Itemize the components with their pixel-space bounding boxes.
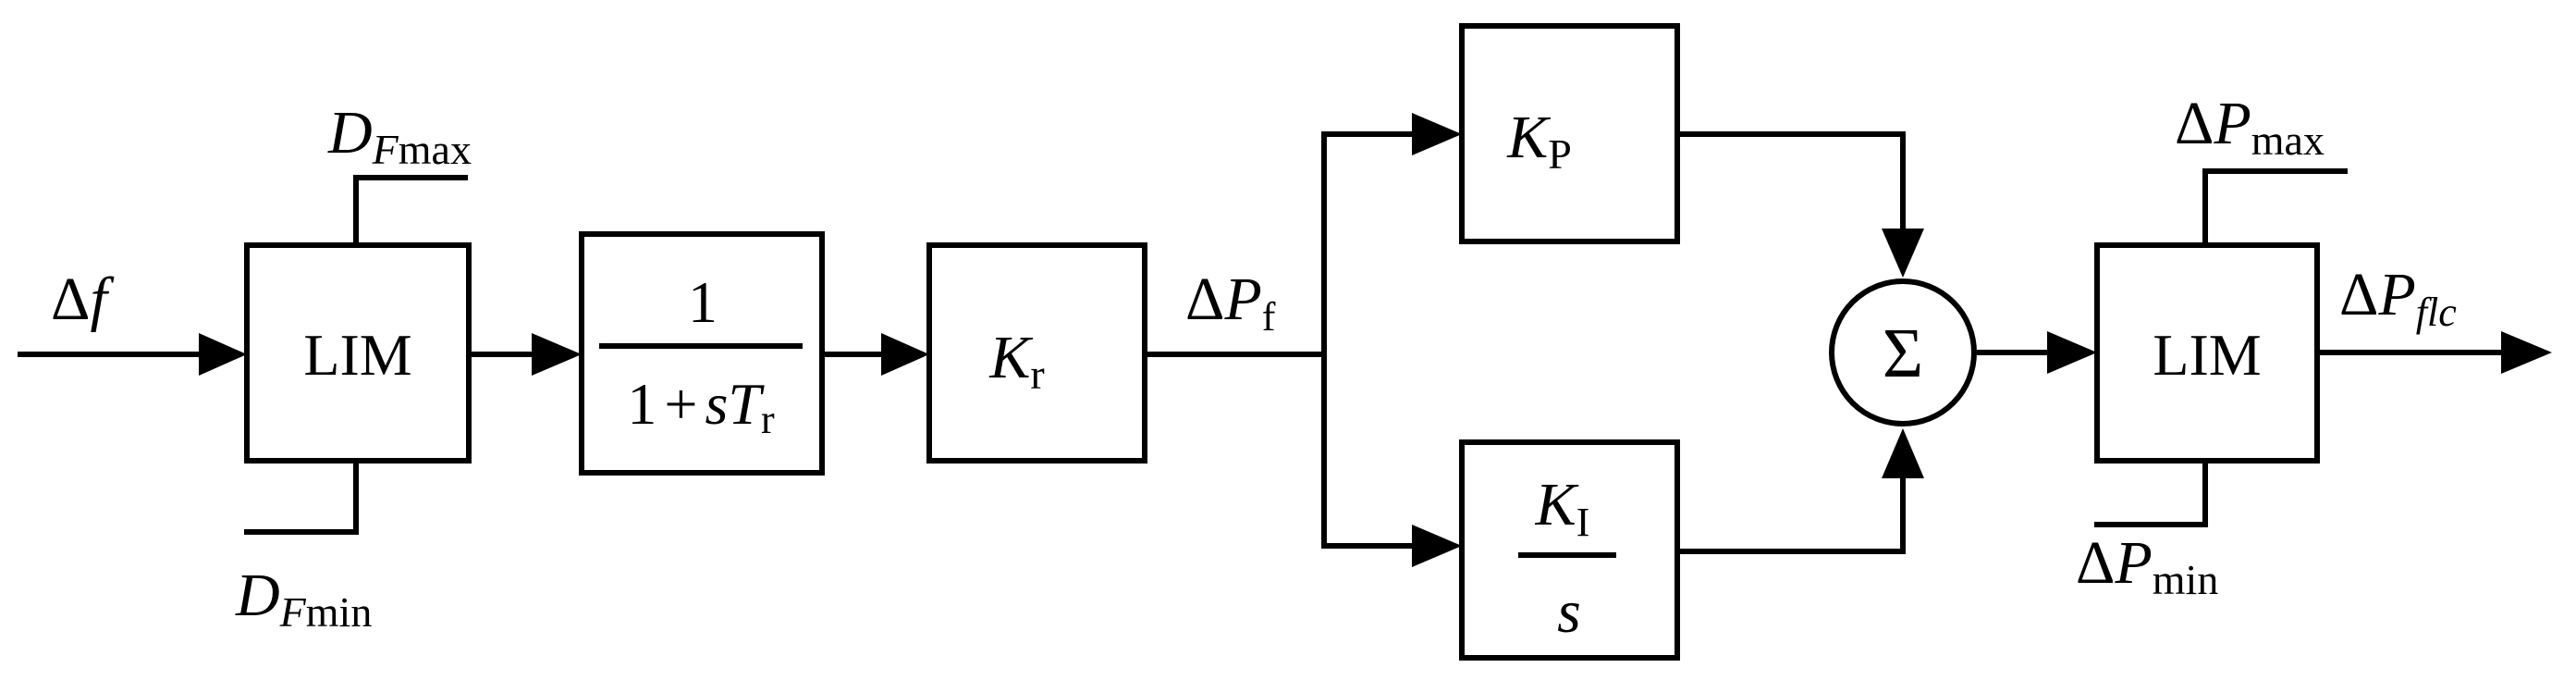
arrowhead-summer-bottom [1882,428,1924,478]
filter-numerator: 1 [688,269,718,335]
gain-kp-block [1459,23,1680,244]
ki-to-summer-line [1674,476,1906,554]
output-label: ΔPflc [2339,261,2457,335]
arrowhead-summer-top [1882,229,1924,278]
limiter-1-upper-label: DFmax [327,99,472,173]
arrowhead-lim2-in [2047,331,2097,374]
kp-to-summer-line [1674,131,1906,231]
input-label: Δf [51,266,114,333]
limiter-2-lower-label: ΔPmin [2076,529,2218,603]
input-arrowhead [199,333,247,376]
limiter-2-upper-label: ΔPmax [2175,90,2325,164]
output-arrowhead [2501,331,2552,374]
gain-kr-block [926,242,1147,464]
arrowhead-kp-in [1412,113,1462,155]
integrator-denominator: s [1557,578,1581,646]
limiter-1-upper-limit-line [353,175,468,248]
integrator-numerator: KI [1535,471,1590,545]
arrowhead-filter-in [532,333,582,376]
arrowhead-kr-in [881,333,929,376]
limiter-2-label: LIM [2153,322,2261,388]
gain-kr-label: Kr [988,324,1044,398]
limiter-2-upper-limit-line [2202,168,2348,248]
gain-kp-label: KP [1506,104,1572,178]
limiter-2-block [2094,242,2320,464]
limiter-1-label: LIM [303,322,411,388]
summing-symbol: Σ [1883,315,1923,392]
limiter-1-lower-label: DFmin [235,562,372,636]
filter-denominator: 1+sTr [627,371,775,442]
filter-block [579,231,825,476]
arrowhead-ki-in [1412,525,1462,567]
signal-pf-label: ΔPf [1185,266,1276,340]
limiter-2-lower-limit-line [2094,458,2208,527]
integrator-block [1459,439,1680,661]
limiter-1-lower-limit-line [244,458,359,535]
